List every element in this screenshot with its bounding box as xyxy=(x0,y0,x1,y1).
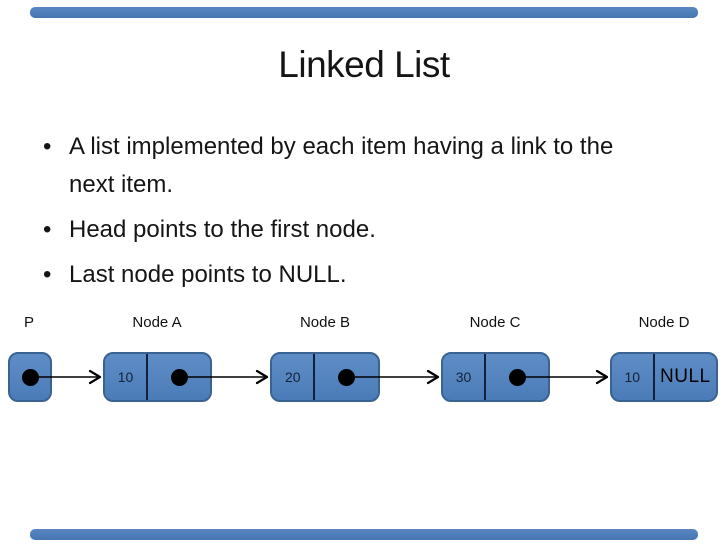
pointer-dot xyxy=(21,368,39,386)
slide-title: Linked List xyxy=(278,44,450,85)
node-pointer-cell xyxy=(148,354,210,400)
top-decoration-bar xyxy=(30,7,698,18)
node-box: 20 xyxy=(270,352,380,402)
node-label: Node D xyxy=(638,314,690,331)
node-label: Node C xyxy=(469,314,521,331)
bullet-list: A list implemented by each item having a… xyxy=(42,128,662,301)
head-pointer-box xyxy=(8,352,52,402)
bullet-item: Head points to the first node. xyxy=(42,211,662,249)
node-pointer-cell xyxy=(486,354,548,400)
node-box: 10 NULL xyxy=(610,352,718,402)
node-data-cell: 10 xyxy=(612,354,655,400)
pointer-dot xyxy=(338,368,356,386)
node-label: Node A xyxy=(132,314,182,331)
node-pointer-cell: NULL xyxy=(655,354,716,400)
bottom-decoration-bar xyxy=(30,529,698,540)
node-label: Node B xyxy=(299,314,351,331)
node-data-cell: 10 xyxy=(105,354,149,400)
node-data-cell: 20 xyxy=(272,354,316,400)
node-box: 30 xyxy=(441,352,550,402)
pointer-dot xyxy=(508,368,526,386)
pointer-dot xyxy=(170,368,188,386)
head-pointer-label: P xyxy=(23,314,35,331)
node-box: 10 xyxy=(103,352,212,402)
node-data-cell: 30 xyxy=(443,354,487,400)
bullet-item: A list implemented by each item having a… xyxy=(42,128,662,204)
null-terminator-label: NULL xyxy=(660,366,711,387)
node-pointer-cell xyxy=(315,354,378,400)
bullet-item: Last node points to NULL. xyxy=(42,256,662,294)
